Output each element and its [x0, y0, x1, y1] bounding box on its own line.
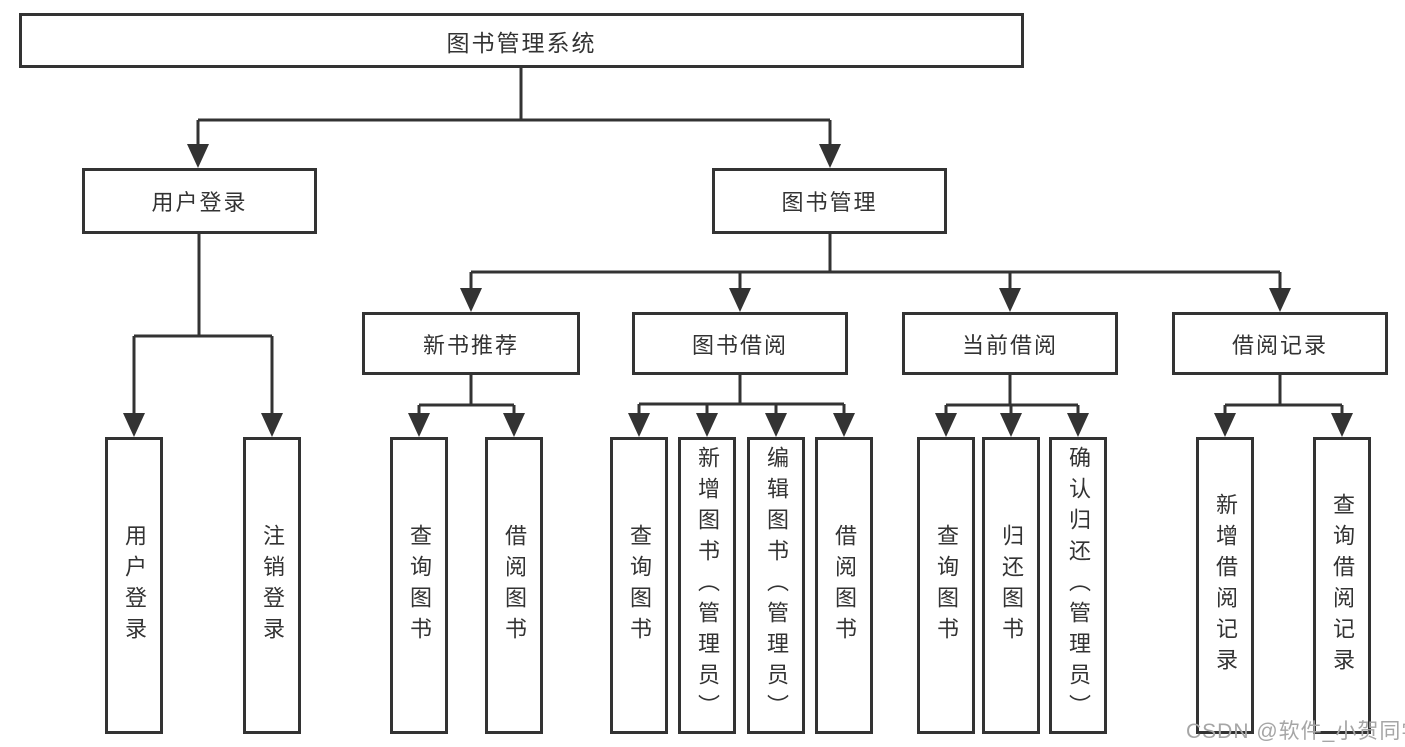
leaf-borrow-books-2: 借阅图书 — [815, 437, 873, 734]
connector-current-borrowing-to-leaves — [935, 375, 1089, 437]
node-current-borrowing: 当前借阅 — [902, 312, 1118, 375]
leaf-query-borrow-record: 查询借阅记录 — [1313, 437, 1371, 734]
connector-book-management-to-level3 — [460, 234, 1291, 312]
connector-user-login-to-leaves — [123, 234, 283, 437]
leaf-add-book-admin: 新增图书（管理员） — [678, 437, 736, 734]
leaf-logout: 注销登录 — [243, 437, 301, 734]
leaf-query-books-1: 查询图书 — [390, 437, 448, 734]
node-book-borrowing: 图书借阅 — [632, 312, 848, 375]
connector-book-borrowing-to-leaves — [628, 375, 855, 437]
node-library-management-system: 图书管理系统 — [19, 13, 1024, 68]
node-new-book-recommendation: 新书推荐 — [362, 312, 580, 375]
connector-new-book-to-leaves — [408, 375, 525, 437]
connector-borrowing-records-to-leaves — [1214, 375, 1353, 437]
leaf-edit-book-admin: 编辑图书（管理员） — [747, 437, 805, 734]
watermark: CSDN @软件_小贺同学 — [1186, 720, 1405, 743]
node-book-management: 图书管理 — [712, 168, 947, 234]
leaf-return-books: 归还图书 — [982, 437, 1040, 734]
node-user-login: 用户登录 — [82, 168, 317, 234]
leaf-borrow-books-1: 借阅图书 — [485, 437, 543, 734]
connector-root-to-level2 — [187, 68, 841, 168]
leaf-query-books-3: 查询图书 — [917, 437, 975, 734]
node-borrowing-records: 借阅记录 — [1172, 312, 1388, 375]
leaf-confirm-return-admin: 确认归还（管理员） — [1049, 437, 1107, 734]
leaf-query-books-2: 查询图书 — [610, 437, 668, 734]
leaf-add-borrow-record: 新增借阅记录 — [1196, 437, 1254, 734]
leaf-user-login: 用户登录 — [105, 437, 163, 734]
